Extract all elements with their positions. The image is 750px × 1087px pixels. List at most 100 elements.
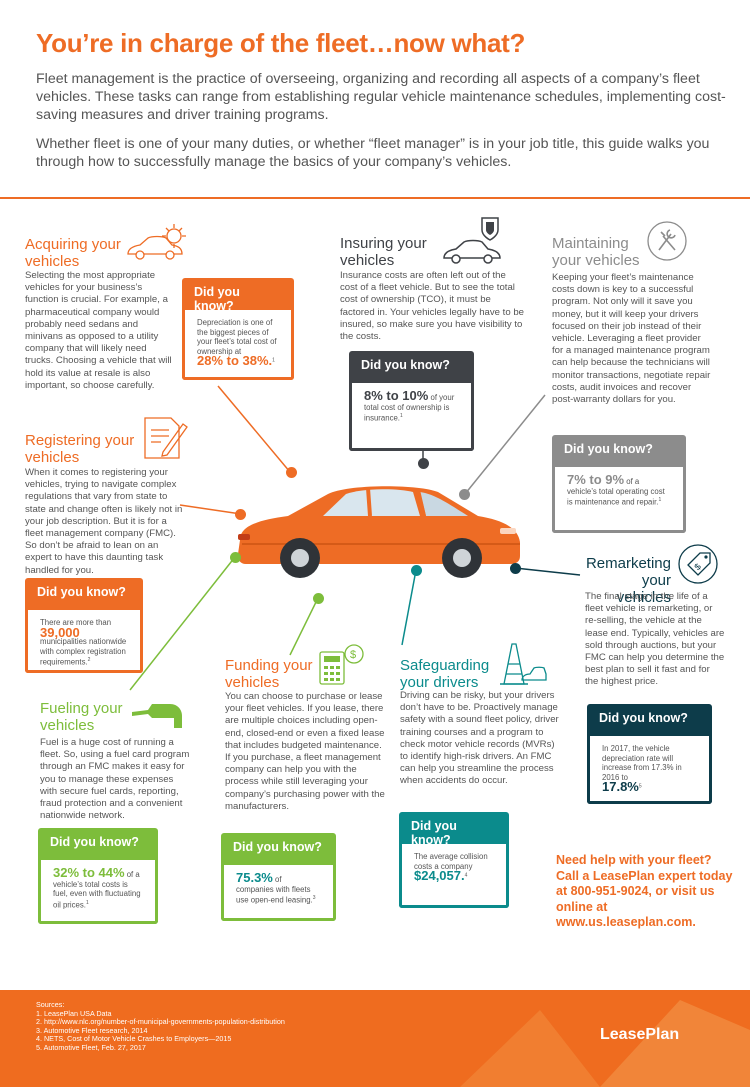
maintaining-title-1: Maintaining <box>552 235 629 252</box>
safeguarding-body: Driving can be risky, but your drivers d… <box>400 690 559 787</box>
remarketing-dyk-box: Did you know? In 2017, the vehicle depre… <box>587 704 712 804</box>
maintaining-dyk-box: Did you know? 7% to 9% of a vehicle’s to… <box>552 435 686 533</box>
registering-dyk-box: Did you know? There are more than 39,000… <box>25 578 143 673</box>
insuring-dyk-footnote: 1 <box>399 413 403 420</box>
fueling-title-2: vehicles <box>40 717 95 734</box>
leaseplan-logo: LeasePlan <box>600 1026 680 1043</box>
maintaining-dyk-footnote: 1 <box>658 497 662 504</box>
remarketing-section: Remarketing your vehicles <box>585 555 671 606</box>
fueling-title-1: Fueling your <box>40 700 123 717</box>
remarketing-dyk-text: In 2017, the vehicle depreciation rate w… <box>602 744 682 782</box>
registering-body: When it comes to registering your vehicl… <box>25 467 183 576</box>
source-item: 4. NETS, Cost of Motor Vehicle Crashes t… <box>36 1034 232 1044</box>
safeguarding-dyk-header: Did you know? <box>399 812 509 847</box>
connector-dot-insuring <box>418 458 429 469</box>
car-illustration <box>228 478 524 582</box>
acquiring-title-1: Acquiring your <box>25 236 121 253</box>
registering-dyk-text: municipalities nationwide with complex r… <box>40 637 127 667</box>
source-item: 5. Automotive Fleet, Feb. 27, 2017 <box>36 1042 146 1052</box>
insuring-dyk-header: Did you know? <box>349 351 474 383</box>
remarketing-dyk-header: Did you know? <box>587 704 712 736</box>
registering-dyk-stat: 39,000 <box>40 624 80 640</box>
remarketing-title-2: your vehicles <box>616 572 671 606</box>
maintaining-section: Maintaining your vehicles <box>552 235 640 269</box>
maintaining-body: Keeping your fleet’s maintenance costs d… <box>552 272 711 406</box>
acquiring-title-2: vehicles <box>25 253 80 270</box>
remarketing-dyk-footnote: 5 <box>638 783 642 790</box>
funding-dyk-text: of companies with fleets use open-end le… <box>236 875 313 905</box>
safeguarding-section: Safeguarding your drivers <box>400 657 489 691</box>
source-item: 1. LeasePlan USA Data <box>36 1008 112 1018</box>
wrench-screwdriver-icon <box>646 220 688 262</box>
calculator-money-icon: $ <box>316 642 366 688</box>
funding-body: You can choose to purchase or lease your… <box>225 691 385 812</box>
traffic-cone-car-icon <box>494 640 548 690</box>
registering-dyk-pretext: There are more than <box>40 618 112 627</box>
funding-dyk-box: Did you know? 75.3% of companies with fl… <box>221 833 336 921</box>
insuring-dyk-text: of your total cost of ownership is insur… <box>364 393 455 423</box>
maintaining-dyk-stat: 7% to 9% <box>567 472 625 487</box>
registering-title-2: vehicles <box>25 449 80 466</box>
footer: Sources: 1. LeasePlan USA Data 2. http:/… <box>0 990 750 1087</box>
document-pen-icon <box>135 412 189 462</box>
funding-dyk-stat: 75.3% <box>236 870 273 885</box>
intro-paragraph-2: Whether fleet is one of your many duties… <box>36 136 710 170</box>
price-tag-icon: $ <box>676 543 720 585</box>
car-shield-icon <box>440 216 508 266</box>
intro-paragraph-1: Fleet management is the practice of over… <box>36 71 726 123</box>
safeguarding-title-1: Safeguarding <box>400 657 490 674</box>
fueling-section: Fueling your vehicles <box>40 700 123 734</box>
funding-title-1: Funding your <box>225 657 313 674</box>
source-item: 3. Automotive Fleet research, 2014 <box>36 1025 148 1035</box>
sources-list: Sources: 1. LeasePlan USA Data 2. http:/… <box>36 1000 285 1053</box>
fueling-dyk-header: Did you know? <box>38 828 158 860</box>
insuring-section: Insuring your vehicles <box>340 235 427 269</box>
call-to-action[interactable]: Need help with your fleet? Call a LeaseP… <box>556 853 733 929</box>
connector-dot-registering <box>235 509 246 520</box>
connector-dot-safeguarding <box>411 565 422 576</box>
fueling-dyk-stat: 32% to 44% <box>53 865 125 880</box>
fueling-body: Fuel is a huge cost of running a fleet. … <box>40 737 190 822</box>
svg-text:$: $ <box>350 649 356 661</box>
remarketing-body: The final stage in the life of a fleet v… <box>585 591 725 688</box>
maintaining-dyk-text: of a vehicle’s total operating cost is m… <box>567 477 665 507</box>
registering-dyk-header: Did you know? <box>25 578 143 610</box>
fueling-dyk-footnote: 1 <box>85 899 89 906</box>
safeguarding-dyk-stat: $24,057. <box>414 868 465 884</box>
remarketing-dyk-stat: 17.8% <box>602 779 639 795</box>
car-sun-icon <box>124 222 188 262</box>
insuring-title-2: vehicles <box>340 252 395 269</box>
insuring-dyk-box: Did you know? 8% to 10% of your total co… <box>349 351 474 451</box>
sources-label: Sources: <box>36 1000 65 1009</box>
insuring-title-1: Insuring your <box>340 235 427 252</box>
maintaining-title-2: your vehicles <box>552 252 640 269</box>
safeguarding-title-2: your drivers <box>400 674 479 691</box>
safeguarding-dyk-box: Did you know? The average collision cost… <box>399 812 509 908</box>
registering-section: Registering your vehicles <box>25 432 134 466</box>
connector-dot-maintaining <box>459 489 470 500</box>
section-divider <box>0 197 750 199</box>
funding-title-2: vehicles <box>225 674 280 691</box>
acquiring-dyk-text: Depreciation is one of the biggest piece… <box>197 318 277 356</box>
funding-section: Funding your vehicles <box>225 657 313 691</box>
connector-dot-acquiring <box>286 467 297 478</box>
safeguarding-dyk-text: The average collision costs a company <box>414 852 488 871</box>
acquiring-dyk-stat: 28% to 38%. <box>197 353 273 369</box>
insuring-body: Insurance costs are often left out of th… <box>340 270 524 343</box>
svg-text:$: $ <box>692 561 703 572</box>
acquiring-body: Selecting the most appropriate vehicles … <box>25 270 172 391</box>
maintaining-dyk-header: Did you know? <box>552 435 686 467</box>
connector-dot-fueling <box>230 552 241 563</box>
acquiring-dyk-box: Did you know? Depreciation is one of the… <box>182 278 294 380</box>
registering-title-1: Registering your <box>25 432 135 449</box>
source-item[interactable]: 2. http://www.nlc.org/number-of-municipa… <box>36 1017 285 1027</box>
fueling-dyk-box: Did you know? 32% to 44% of a vehicle’s … <box>38 828 158 924</box>
insuring-dyk-stat: 8% to 10% <box>364 388 429 403</box>
acquiring-section: Acquiring your vehicles <box>25 236 121 270</box>
funding-dyk-footnote: 3 <box>312 895 316 902</box>
fuel-nozzle-icon <box>130 692 186 732</box>
connector-dot-remarketing <box>510 563 521 574</box>
acquiring-dyk-header: Did you know? <box>182 278 294 313</box>
fueling-dyk-text: of a vehicle’s total costs is fuel, even… <box>53 870 141 910</box>
